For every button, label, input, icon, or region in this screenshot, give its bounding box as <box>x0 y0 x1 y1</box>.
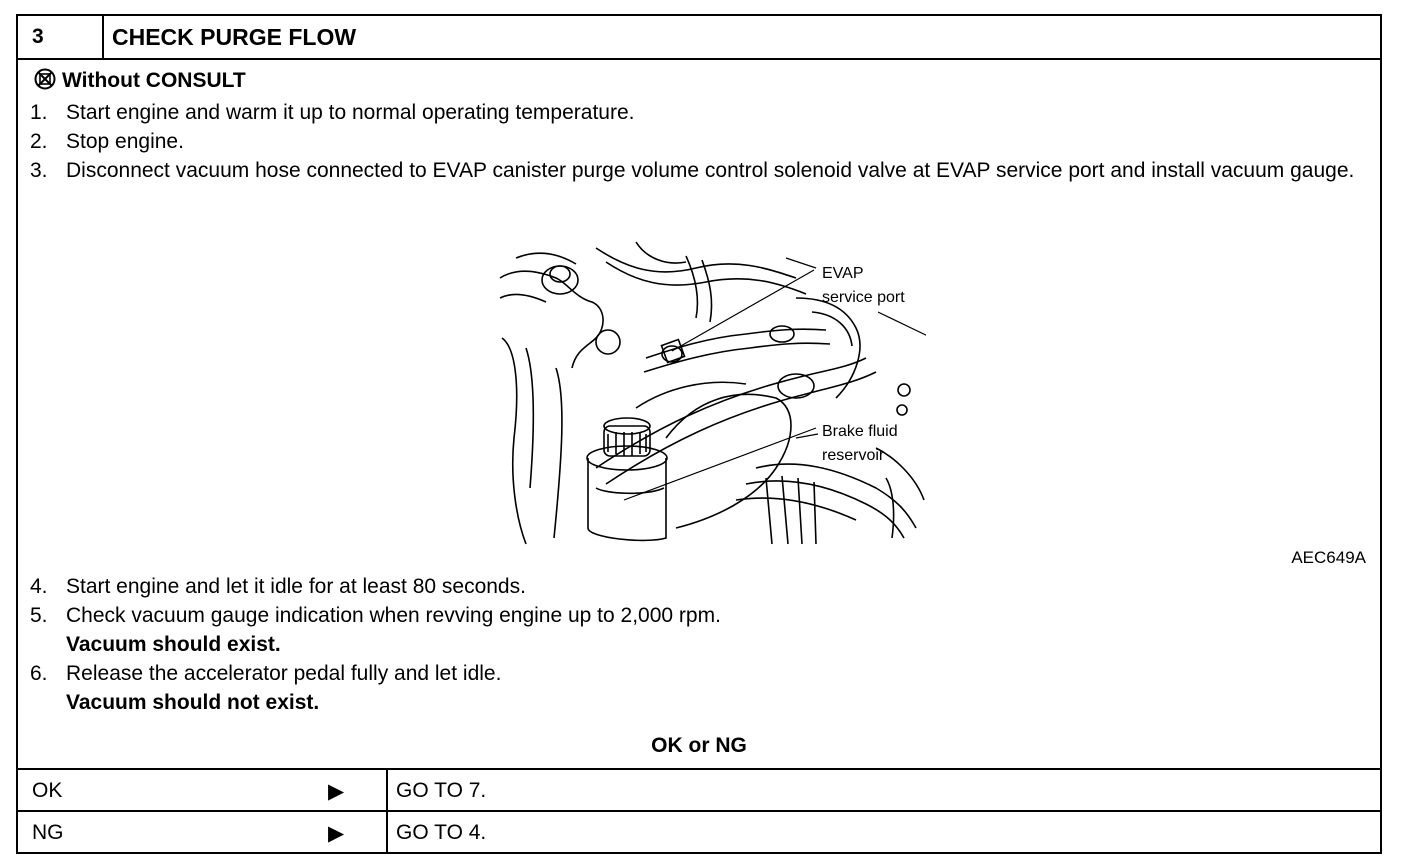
result-label: NG <box>32 821 64 844</box>
arrow-right-icon: ▶ <box>328 780 345 803</box>
brake-label-line2: reservoir <box>822 447 885 464</box>
evap-service-port-figure: EVAP service port Brake fluid reservoir <box>496 238 933 548</box>
step-header: 3 CHECK PURGE FLOW <box>18 16 1380 60</box>
result-action: GO TO 7. <box>396 779 487 802</box>
result-row-ok: OK ▶ GO TO 7. <box>18 768 1380 810</box>
ok-or-ng-title: OK or NG <box>651 734 747 757</box>
subheading-text: Without CONSULT <box>62 69 246 92</box>
figure-code: AEC649A <box>1291 548 1366 567</box>
step-title: CHECK PURGE FLOW <box>112 24 357 50</box>
without-consult-heading: Without CONSULT <box>34 68 246 96</box>
result-label: OK <box>32 779 63 802</box>
step-number: 3 <box>18 16 104 58</box>
evap-label-line2: service port <box>822 289 905 306</box>
result-row-ng: NG ▶ GO TO 4. <box>18 810 1380 852</box>
result-action: GO TO 4. <box>396 821 487 844</box>
procedure-table: 3 CHECK PURGE FLOW Without CONSULT 1. St… <box>16 14 1382 854</box>
arrow-right-icon: ▶ <box>328 822 345 845</box>
evap-label-line1: EVAP <box>822 265 864 282</box>
no-consult-icon <box>34 68 56 96</box>
brake-label-line1: Brake fluid <box>822 423 898 440</box>
